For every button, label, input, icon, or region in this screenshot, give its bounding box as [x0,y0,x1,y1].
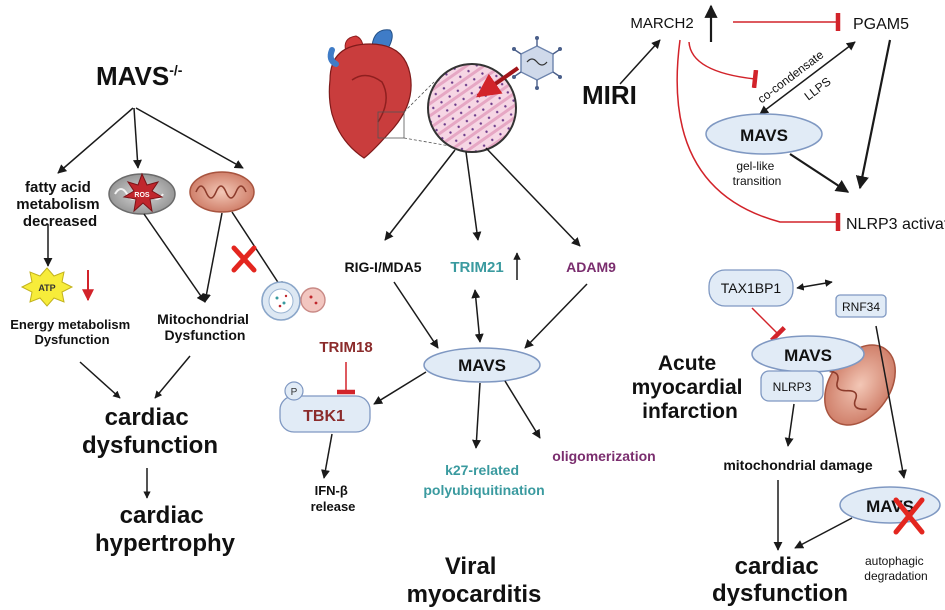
nlrp3-activation-label: NLRP3 activation [846,216,945,233]
tax1bp1-label: TAX1BP1 [721,280,782,296]
arrow-pgam5-to-nlrp3 [855,39,892,190]
miri-title: MIRI [582,80,637,110]
trim21-label: TRIM21 [450,259,503,276]
ros-mitochondrion-icon: ROS [108,172,176,215]
mavs-node-ami: MAVS [751,335,865,373]
atp-label: ATP [38,283,55,293]
arrow-rig-to-mavs [393,281,439,349]
arrow-ko-to-mito [135,107,244,169]
arrow-to-adam9 [485,147,581,247]
arrow-to-trim21 [465,151,482,241]
arrow-mavs-to-oligo [504,380,541,439]
ros-label: ROS [134,192,150,199]
energy-dysfunction-label: Energy metabolism Dysfunction [10,317,134,347]
mitophagy-icon [261,281,326,321]
k27-label: k27-related polyubiquitination [423,462,544,498]
mitochondrion-icon [189,171,255,213]
ifn-release-label: IFN-β release [311,483,356,514]
mavs-miri-label: MAVS [740,126,788,145]
arrow-mavs-to-nlrp3 [789,153,850,193]
arrow-ko-to-ros [132,107,142,169]
arrow-tbk1-to-ifn [321,433,333,479]
tax1bp1-node: TAX1BP1 [708,269,794,307]
rnf34-label: RNF34 [842,300,880,314]
zoom-lines [403,81,451,147]
trim18-label: TRIM18 [319,339,372,356]
panel-acute-mi: TAX1BP1 RNF34 MAVS NLRP3 Acute myocardia… [632,269,941,607]
arrow-tax1bp1-rnf34 [796,279,833,291]
tbk1-label: TBK1 [303,408,345,425]
march2-label: MARCH2 [630,15,693,32]
panel-mavs-knockout: MAVS-/- fatty acid metabolism decreased … [10,61,326,557]
nlrp3-label: NLRP3 [773,380,812,394]
heart-icon [327,29,412,159]
arrow-nlrp3-to-damage [784,403,795,447]
mavs-degraded-node: MAVS [839,486,941,535]
adam9-label: ADAM9 [566,259,616,275]
arrow-mavs-to-tbk1 [373,371,427,405]
panel-viral-myocarditis: RIG-I/MDA5 TRIM21 ADAM9 TRIM18 MAVS TBK1… [279,29,656,608]
virus-icon [512,36,562,90]
march2-inhibit-nlrp3 [676,39,841,231]
march2-inhibit-cocondensate [688,41,759,89]
arrow-mito-to-cardiac [154,355,191,399]
arrow-mito-to-mito-dys [202,212,223,303]
cardiac-hypertrophy-label: cardiac hypertrophy [95,502,236,557]
mavs-knockout-label: MAVS-/- [96,61,183,91]
tbk1-node: TBK1 P [279,381,371,433]
viral-myocarditis-title: Viral myocarditis [407,553,542,608]
arrow-ros-to-mito-dys [143,213,206,303]
arrow-mavs-to-cardiac [794,517,853,549]
arrow-adam9-to-mavs [524,283,588,349]
arrow-to-rig [384,149,456,241]
oligomerization-label: oligomerization [552,448,655,464]
mavs-node-viral: MAVS [423,347,541,383]
virus-infection-arrow-icon [476,66,520,98]
panel-miri: MIRI MARCH2 PGAM5 co-condensate LLPS MAV… [582,4,945,233]
nlrp3-node: NLRP3 [760,370,824,402]
ami-cardiac-dysfunction-label: cardiac dysfunction [712,553,848,607]
mavs-viral-label: MAVS [458,356,506,375]
fatty-acid-label: fatty acid metabolism decreased [16,179,104,230]
arrow-cocondensate [759,41,856,115]
arrow-mavs-to-k27 [472,382,481,449]
mavs-ami-label: MAVS [784,346,832,365]
cardiac-dysfunction-label: cardiac dysfunction [82,404,218,459]
rnf34-node: RNF34 [835,294,887,318]
arrow-miri-to-march2 [619,39,661,85]
pgam5-label: PGAM5 [853,16,909,33]
phospho-label: P [291,387,298,398]
arrow-energy-to-cardiac [79,361,121,399]
arrow-trim21-mavs [471,289,484,343]
gel-transition-label: gel-like transition [733,159,782,188]
arrow-mito-to-mitophagy [231,211,284,291]
mavs-node-miri: MAVS [705,113,823,155]
mito-dysfunction-label: Mitochondrial Dysfunction [157,311,253,343]
tax1bp1-inhibit-mavs [751,307,786,342]
arrow-rnf34-to-mavs [875,325,907,479]
acute-mi-title: Acute myocardial infarction [632,352,749,423]
rig-mda5-label: RIG-I/MDA5 [345,259,422,275]
autophagic-degradation-label: autophagic degradation [864,554,927,583]
mito-damage-label: mitochondrial damage [723,457,873,473]
degraded-x-icon [893,497,925,535]
arrow-ko-to-fatty [57,107,134,174]
atp-icon: ATP [20,267,74,307]
blocked-x-icon [231,245,257,273]
